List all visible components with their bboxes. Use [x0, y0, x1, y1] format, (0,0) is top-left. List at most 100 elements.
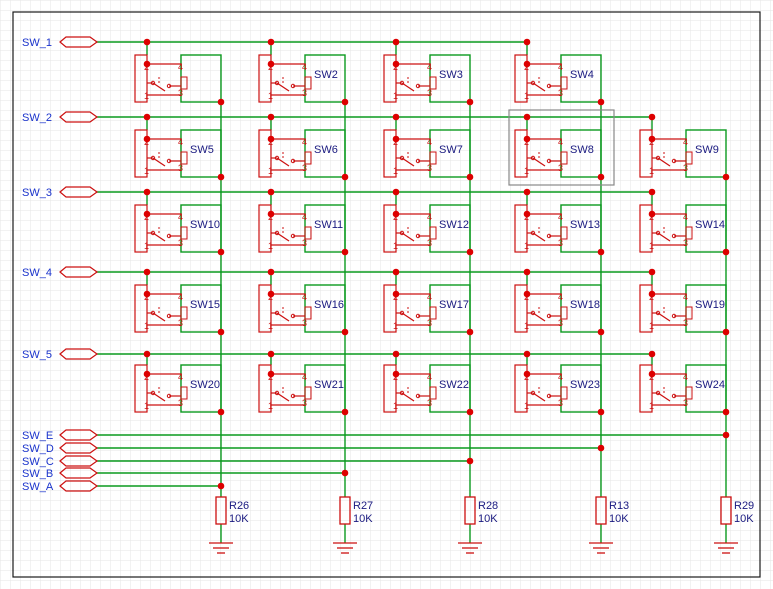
switch-designator: SW23 [570, 379, 600, 391]
switch-left-pin-box [514, 204, 528, 253]
switch-designator: SW22 [439, 379, 469, 391]
pin-number: 3 [302, 163, 307, 173]
switch-terminal [655, 310, 661, 316]
switch-terminal [150, 310, 156, 316]
junction-dot [722, 248, 730, 256]
switch-blade [276, 82, 290, 92]
switch-sw16[interactable]: 2143SW16 [258, 284, 346, 333]
pin-number: 1 [268, 166, 273, 176]
switch-pin-box [560, 226, 568, 240]
switch-sw24[interactable]: 2143SW24 [639, 364, 727, 413]
pin-number: 1 [144, 91, 149, 101]
switch-left-pin-box [383, 54, 397, 103]
switch-blade [152, 82, 166, 92]
net-port-flag [59, 455, 99, 467]
pin-number: 3 [558, 318, 563, 328]
junction-dot [722, 431, 730, 439]
switch-sw11[interactable]: 2143SW11 [258, 204, 346, 253]
switch-sw6[interactable]: 2143SW6 [258, 129, 346, 178]
junction-dot [523, 268, 531, 276]
resistor-value: 10K [229, 513, 249, 525]
switch-terminal [150, 230, 156, 236]
switch-terminal [530, 80, 536, 86]
junction-dot [648, 370, 656, 378]
pin-number: 1 [524, 401, 529, 411]
switch-designator: SW4 [570, 69, 594, 81]
junction-dot [523, 188, 531, 196]
switch-pin-box [180, 306, 188, 320]
switch-blade [532, 392, 546, 402]
resistor-body [215, 496, 227, 525]
switch-designator: SW5 [190, 144, 214, 156]
junction-dot [523, 290, 531, 298]
switch-designator: SW19 [695, 299, 725, 311]
junction-dot [523, 60, 531, 68]
junction-dot [597, 444, 605, 452]
switch-designator: SW3 [439, 69, 463, 81]
switch-blade [152, 232, 166, 242]
switch-left-pin-box [514, 284, 528, 333]
pin-number: 4 [558, 212, 563, 222]
switch-blade [657, 157, 671, 167]
resistor-body [595, 496, 607, 525]
switch-terminal [274, 80, 280, 86]
switch-left-pin-box [514, 129, 528, 178]
switch-pin-box [429, 306, 437, 320]
switch-terminal [546, 83, 552, 89]
junction-dot [523, 370, 531, 378]
net-port-flag [59, 442, 99, 454]
resistor-body [464, 496, 476, 525]
switch-terminal [530, 230, 536, 236]
switch-pin-box [685, 386, 693, 400]
switch-sw21[interactable]: 2143SW21 [258, 364, 346, 413]
switch-sw8[interactable]: 2143SW8 [514, 129, 602, 178]
junction-dot [217, 248, 225, 256]
switch-sw22[interactable]: 2143SW22 [383, 364, 471, 413]
pin-number: 4 [302, 62, 307, 72]
junction-dot [267, 135, 275, 143]
switch-sw4[interactable]: 2143SW4 [514, 54, 602, 103]
switch-terminal [166, 393, 172, 399]
switch-sw14[interactable]: 2143SW14 [639, 204, 727, 253]
switch-sw5[interactable]: 2143SW5 [134, 129, 222, 178]
pin-number: 1 [393, 401, 398, 411]
switch-sw15[interactable]: 2143SW15 [134, 284, 222, 333]
net-port-flag [59, 480, 99, 492]
switch-designator: SW2 [314, 69, 338, 81]
switch-terminal [166, 233, 172, 239]
pin-number: 3 [558, 88, 563, 98]
pin-number: 1 [524, 321, 529, 331]
junction-dot [392, 370, 400, 378]
junction-dot [392, 210, 400, 218]
switch-designator: SW21 [314, 379, 344, 391]
switch-designator: SW7 [439, 144, 463, 156]
switch-blade [276, 157, 290, 167]
switch-sw7[interactable]: 2143SW7 [383, 129, 471, 178]
switch-terminal [546, 233, 552, 239]
switch-terminal [415, 83, 421, 89]
resistor-value: 10K [353, 513, 373, 525]
pin-number: 4 [302, 137, 307, 147]
junction-dot [722, 408, 730, 416]
pin-number: 3 [558, 398, 563, 408]
pin-number: 1 [649, 166, 654, 176]
switch-sw12[interactable]: 2143SW12 [383, 204, 471, 253]
switch-sw18[interactable]: 2143SW18 [514, 284, 602, 333]
junction-dot [523, 350, 531, 358]
pin-number: 3 [427, 88, 432, 98]
switch-terminal [150, 390, 156, 396]
junction-dot [267, 290, 275, 298]
junction-dot [392, 268, 400, 276]
switch-terminal [530, 155, 536, 161]
pin-number: 3 [558, 238, 563, 248]
switch-blade [401, 157, 415, 167]
switch-pin-box [560, 386, 568, 400]
pin-number: 1 [524, 166, 529, 176]
